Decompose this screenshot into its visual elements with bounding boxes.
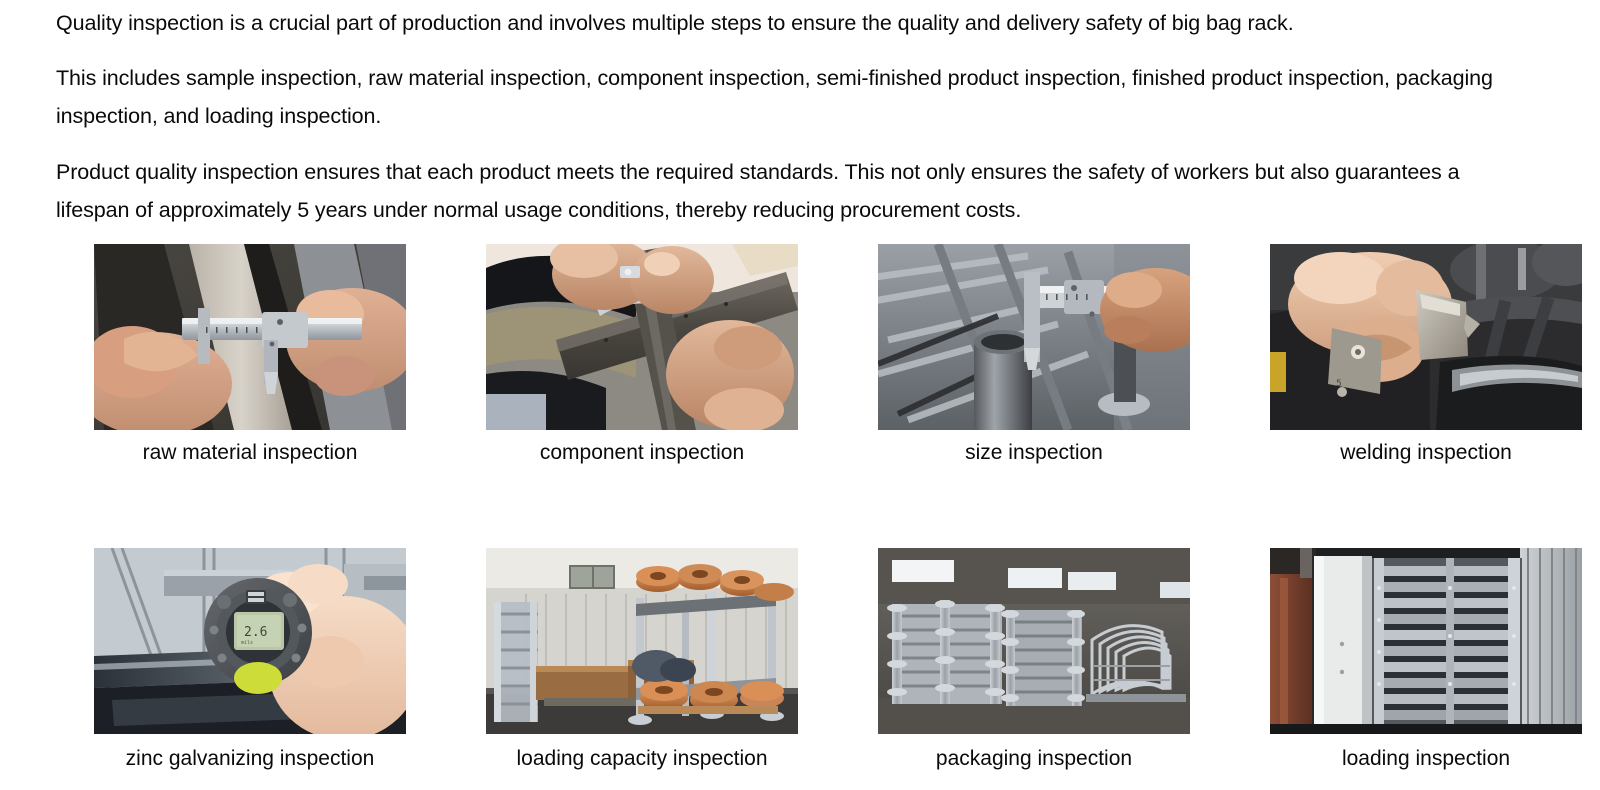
caption-zinc-galvanizing-inspection: zinc galvanizing inspection (125, 747, 375, 770)
gallery-item-size-inspection: size inspection (878, 244, 1190, 468)
photo-size-inspection (878, 244, 1190, 430)
gallery-item-packaging-inspection: packaging inspection (878, 548, 1190, 774)
photo-loading-inspection (1270, 548, 1582, 734)
inspection-gallery: raw material inspection (0, 228, 1600, 790)
photo-zinc-galvanizing-inspection: 2.6 mils (94, 548, 406, 734)
gallery-item-loading-capacity-inspection: loading capacity inspection (486, 548, 798, 774)
svg-text:mils: mils (241, 640, 253, 646)
photo-welding-inspection: 5 (1270, 244, 1582, 430)
gallery-row-2: 2.6 mils zinc gal (0, 532, 1600, 790)
photo-loading-capacity-inspection (486, 548, 798, 734)
gallery-item-component-inspection: component inspection (486, 244, 798, 468)
photo-raw-material-inspection (94, 244, 406, 430)
caption-packaging-inspection: packaging inspection (935, 747, 1133, 770)
intro-paragraph-2: This includes sample inspection, raw mat… (56, 66, 1493, 128)
caption-loading-capacity-inspection: loading capacity inspection (516, 747, 768, 770)
gallery-row-1: raw material inspection (0, 228, 1600, 484)
intro-paragraph-3: Product quality inspection ensures that … (56, 160, 1460, 222)
caption-welding-inspection: welding inspection (1340, 441, 1512, 464)
photo-packaging-inspection (878, 548, 1190, 734)
caption-raw-material-inspection: raw material inspection (142, 441, 358, 464)
intro-text-block: Quality inspection is a crucial part of … (0, 0, 1600, 229)
gallery-item-raw-material-inspection: raw material inspection (94, 244, 406, 468)
photo-component-inspection (486, 244, 798, 430)
gallery-item-zinc-galvanizing-inspection: 2.6 mils zinc gal (94, 548, 406, 774)
svg-text:2.6: 2.6 (244, 625, 267, 640)
page-root: Quality inspection is a crucial part of … (0, 0, 1600, 770)
gallery-item-loading-inspection: loading inspection (1270, 548, 1582, 774)
svg-text:5: 5 (1336, 379, 1342, 389)
caption-size-inspection: size inspection (965, 441, 1103, 464)
gallery-item-welding-inspection: 5 welding inspection (1270, 244, 1582, 468)
caption-loading-inspection: loading inspection (1341, 747, 1511, 770)
caption-component-inspection: component inspection (539, 441, 745, 464)
intro-paragraph-1: Quality inspection is a crucial part of … (56, 11, 1294, 35)
